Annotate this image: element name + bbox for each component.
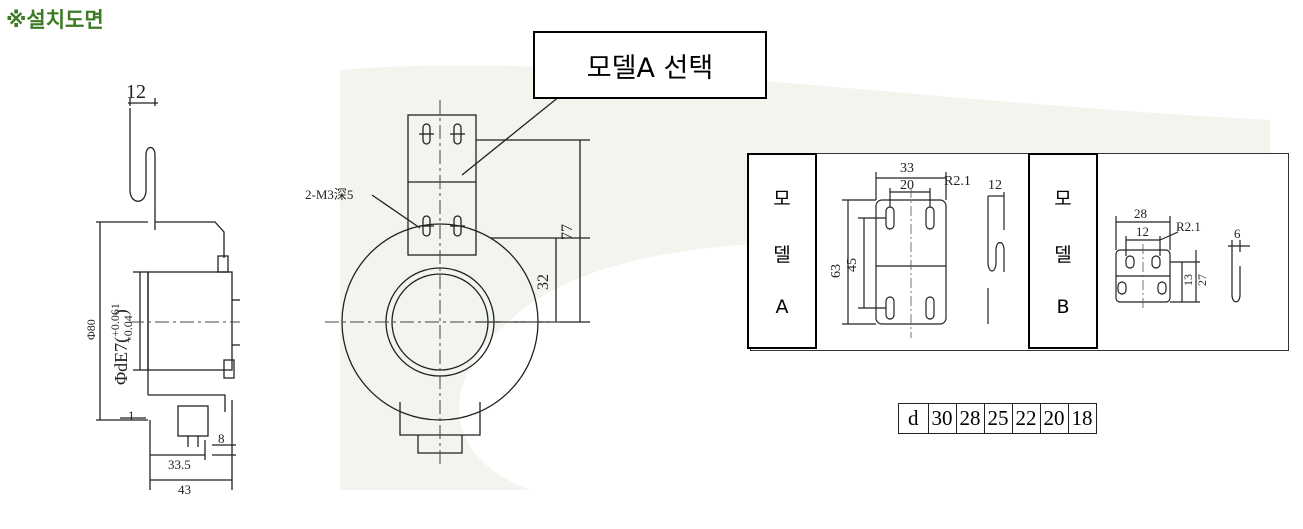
model-b-dim-r: R2.1: [1176, 219, 1201, 234]
dim-12-side: 12: [126, 81, 146, 103]
dim-33-5: 33.5: [168, 457, 191, 472]
model-a-dim-45: 45: [845, 258, 860, 272]
model-b-dim-28: 28: [1134, 206, 1147, 221]
dim-77: 77: [559, 224, 576, 240]
model-b-dim-6: 6: [1234, 226, 1241, 241]
table-cell: 18: [1067, 403, 1097, 434]
model-b-label: 모 델 B: [1028, 153, 1098, 349]
model-a-select-callout: 모델A 선택: [533, 31, 767, 99]
dim-phi80: Φ80: [84, 319, 98, 340]
model-a-label: 모 델 A: [747, 153, 817, 349]
model-b-label-char-2: 델: [1054, 243, 1072, 266]
table-cell: 30: [927, 403, 957, 434]
model-a-dim-20: 20: [900, 178, 914, 193]
page-title: ※설치도면: [6, 8, 104, 32]
model-a-label-char-2: 델: [773, 243, 791, 266]
model-b-dim-13: 13: [1181, 274, 1195, 286]
dim-43: 43: [178, 482, 191, 497]
table-header-d: d: [898, 403, 929, 434]
dim-1: 1: [128, 408, 135, 423]
table-row: d 30 28 25 22 20 18: [898, 403, 1097, 434]
table-cell: 28: [955, 403, 985, 434]
table-cell: 25: [983, 403, 1013, 434]
thread-label: 2-M3深5: [305, 187, 353, 202]
d-size-table: d 30 28 25 22 20 18: [898, 403, 1097, 434]
model-a-dim-r: R2.1: [944, 174, 971, 189]
model-a-label-char-3: A: [775, 296, 789, 319]
model-a-label-char-1: 모: [773, 187, 791, 210]
table-cell: 22: [1011, 403, 1041, 434]
model-a-dim-63: 63: [829, 264, 844, 278]
dim-bore: ΦdE7(+0.061+0.04): [108, 303, 135, 385]
model-b-dim-27: 27: [1195, 274, 1209, 286]
model-b-dim-12: 12: [1136, 224, 1149, 239]
model-a-dim-12: 12: [988, 178, 1002, 193]
table-cell: 20: [1039, 403, 1069, 434]
model-a-dim-33: 33: [900, 161, 914, 176]
model-b-label-char-1: 모: [1054, 187, 1072, 210]
mounting-options-panel: [750, 153, 1289, 351]
dim-32: 32: [535, 274, 552, 290]
model-b-label-char-3: B: [1056, 296, 1070, 319]
dim-8: 8: [218, 431, 225, 446]
